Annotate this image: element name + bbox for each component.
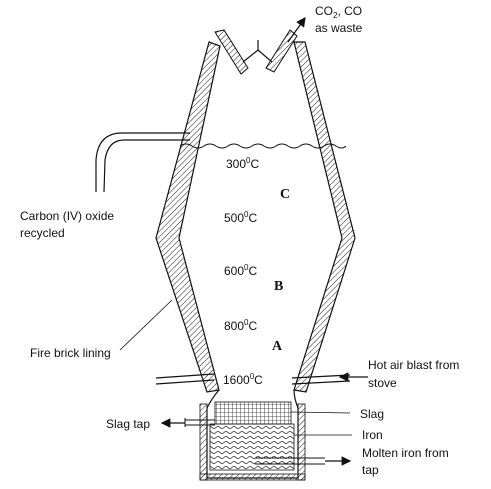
slag-tap-label: Slag tap: [106, 417, 150, 431]
zone-b-label: B: [274, 279, 283, 294]
hearth: [199, 389, 306, 481]
hearth-brick-right: [297, 403, 306, 481]
molten-iron-label: Molten iron from: [362, 446, 449, 460]
iron-layer: [209, 423, 295, 471]
waste-gas-arrow: [287, 17, 306, 43]
molten-iron-label-2: tap: [362, 463, 379, 477]
waste-gas-label-2: as waste: [315, 21, 363, 35]
co2-recycled-label: Carbon (IV) oxide: [20, 209, 114, 223]
temp-1600-label: 16000C: [223, 372, 263, 387]
hot-air-label-2: stove: [368, 376, 397, 390]
hot-air-label: Hot air blast from: [368, 358, 459, 372]
slag-label: Slag: [360, 407, 384, 421]
zone-a-label: A: [272, 339, 283, 354]
temp-300-label: 3000C: [226, 156, 259, 171]
hearth-brick-bottom: [199, 473, 306, 481]
hearth-brick-left: [199, 403, 208, 481]
temp-500-label: 5000C: [224, 210, 257, 225]
right-wall: [293, 41, 356, 393]
co2-recycled-label-2: recycled: [20, 226, 65, 240]
iron-label: Iron: [362, 428, 383, 442]
iron-tap-pipe: [255, 457, 325, 465]
zone-c-label: C: [280, 187, 290, 202]
charging-bell: [242, 40, 273, 63]
left-wall: [155, 41, 221, 393]
charge-level-line: [179, 143, 347, 149]
tuyeres: [155, 372, 368, 385]
slag-leader: [290, 411, 351, 414]
lining-leader: [119, 299, 173, 351]
temp-800-label: 8000C: [224, 318, 257, 333]
recycle-pipe: [95, 132, 190, 193]
waste-gas-label: CO2, CO: [315, 4, 362, 20]
temp-600-label: 6000C: [224, 263, 257, 278]
slag-layer: [214, 401, 292, 425]
left-neck: [214, 29, 249, 75]
lining-label: Fire brick lining: [30, 346, 111, 360]
